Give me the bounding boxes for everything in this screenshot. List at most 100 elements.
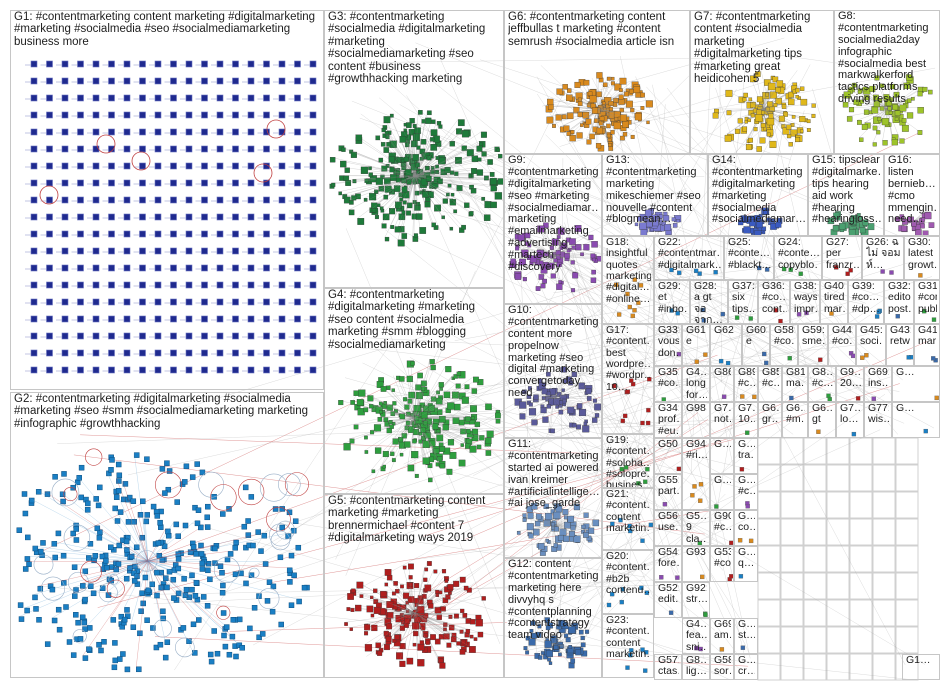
graph-edge (414, 416, 466, 419)
graph-node (400, 177, 406, 182)
graph-node (871, 106, 877, 112)
graph-node (622, 132, 628, 137)
graph-node (210, 545, 217, 551)
graph-node (606, 111, 612, 117)
graph-node (278, 349, 286, 357)
graph-edge (414, 417, 470, 447)
graph-node (75, 619, 81, 626)
graph-node (309, 60, 317, 68)
graph-node (355, 137, 363, 144)
graph-node (783, 111, 787, 115)
group-label-gs6: G… #c… (738, 475, 755, 498)
graph-node (263, 60, 270, 68)
graph-node (398, 213, 406, 221)
graph-node (598, 77, 604, 83)
graph-edge (363, 407, 416, 419)
graph-node (278, 230, 286, 238)
graph-node (406, 411, 411, 417)
graph-edge (379, 410, 416, 419)
graph-node (759, 111, 764, 117)
graph-edge (742, 108, 764, 127)
graph-edge (395, 175, 416, 202)
graph-node (357, 399, 365, 407)
graph-node (567, 646, 574, 654)
graph-edge (414, 386, 422, 419)
graph-node (786, 133, 792, 139)
group-box-g57: G57: ctas… (654, 654, 682, 680)
graph-edge (414, 380, 422, 419)
graph-edge (762, 86, 801, 110)
graph-edge (396, 170, 416, 177)
graph-node (418, 413, 426, 421)
graph-edge (147, 560, 166, 640)
graph-edge (370, 417, 416, 431)
graph-node (93, 496, 99, 502)
group-box-g13: G13: #contentmarketing marketing mikesch… (602, 154, 708, 236)
graph-node (421, 380, 427, 387)
graph-node (438, 395, 443, 401)
graph-node (108, 213, 115, 221)
graph-node (101, 639, 107, 645)
graph-node (432, 446, 440, 454)
graph-node (125, 496, 132, 503)
graph-node (561, 114, 567, 120)
graph-node (804, 118, 808, 123)
graph-node (852, 228, 859, 235)
graph-node (551, 524, 557, 529)
graph-edge (872, 108, 889, 143)
graph-node (420, 427, 426, 433)
graph-node (46, 213, 53, 221)
group-nodes (16, 448, 310, 673)
graph-node (46, 179, 53, 187)
graph-node (485, 437, 492, 445)
graph-node (247, 281, 255, 289)
graph-edge (127, 560, 149, 566)
graph-node (396, 156, 403, 163)
graph-node (278, 77, 286, 85)
graph-node (546, 404, 552, 409)
graph-node (447, 439, 455, 446)
graph-edge (378, 612, 416, 649)
graph-edge (414, 417, 429, 478)
graph-node (404, 618, 410, 625)
graph-edge (389, 167, 416, 177)
graph-node (97, 484, 103, 491)
graph-node (351, 588, 356, 593)
graph-node (263, 281, 270, 289)
graph-node (438, 382, 444, 388)
graph-edge (597, 108, 599, 129)
graph-node (384, 131, 389, 135)
graph-edge (410, 158, 416, 177)
graph-edge (405, 601, 416, 614)
graph-edge (414, 175, 420, 191)
graph-edge (371, 175, 416, 209)
graph-node (435, 164, 439, 169)
graph-edge (597, 108, 609, 142)
graph-edge (406, 122, 416, 177)
graph-node (139, 264, 146, 272)
graph-node (419, 402, 425, 408)
graph-edge (414, 391, 444, 419)
graph-node (357, 582, 363, 588)
graph-edge (762, 108, 800, 117)
graph-node (767, 101, 773, 108)
graph-node (614, 116, 619, 121)
graph-node (263, 162, 270, 170)
graph-edge (414, 415, 416, 419)
graph-node (123, 538, 130, 545)
graph-edge (379, 409, 416, 419)
graph-node (154, 281, 162, 289)
graph-node (526, 400, 531, 405)
graph-edge (414, 407, 446, 419)
graph-edge (414, 417, 465, 439)
graph-node (73, 537, 80, 543)
graph-node (278, 162, 286, 170)
graph-node (464, 437, 470, 443)
graph-node (91, 557, 97, 563)
graph-edge (414, 175, 426, 197)
graph-edge (414, 612, 418, 644)
graph-node (714, 504, 719, 509)
graph-edge (762, 108, 787, 125)
graph-node (860, 355, 865, 360)
graph-edge (338, 400, 416, 419)
